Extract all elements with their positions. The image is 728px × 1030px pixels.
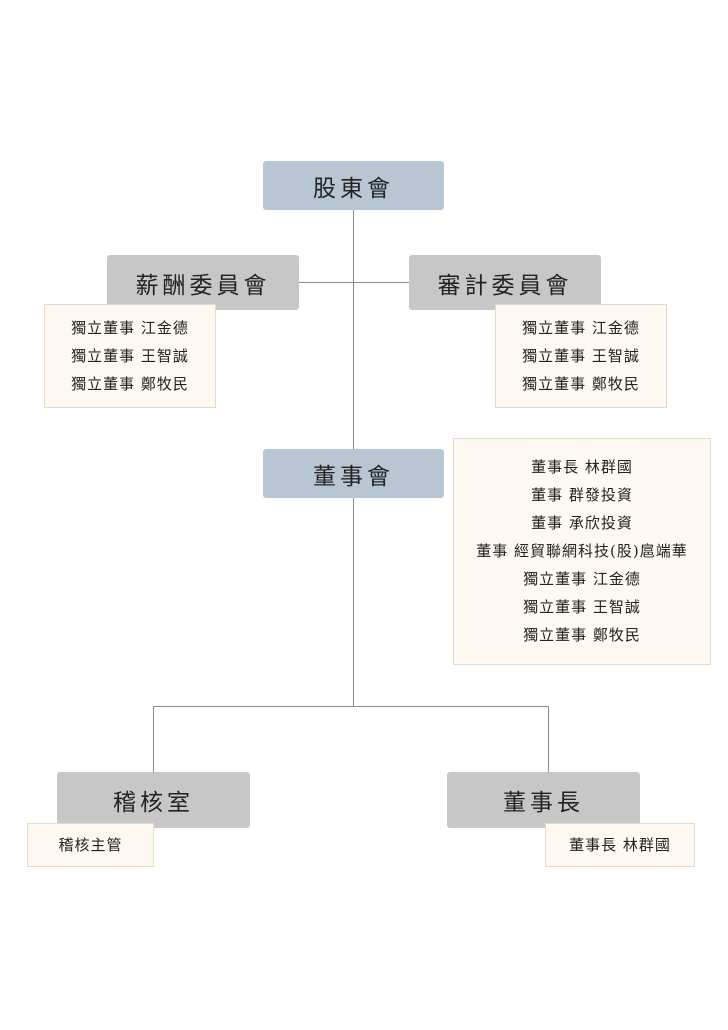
chairman-members: 董事長 林群國 [545,823,695,867]
member-line: 獨立董事 鄭牧民 [71,375,189,393]
compensation-committee-members: 獨立董事 江金德 獨立董事 王智誠 獨立董事 鄭牧民 [44,304,216,408]
member-line: 董事長 林群國 [569,836,671,854]
internal-audit-office-label: 稽核室 [113,790,194,816]
internal-audit-members: 稽核主管 [27,823,154,867]
member-line: 獨立董事 鄭牧民 [523,626,641,644]
member-line: 獨立董事 江金德 [71,319,189,337]
member-line: 獨立董事 鄭牧民 [522,375,640,393]
compensation-committee-node: 薪酬委員會 [107,255,299,310]
member-line: 稽核主管 [58,836,123,854]
member-line: 獨立董事 王智誠 [71,347,189,365]
shareholders-meeting-label: 股東會 [313,175,394,202]
member-line: 獨立董事 江金德 [522,319,640,337]
member-line: 獨立董事 王智誠 [523,598,641,616]
chairman-node: 董事長 [447,772,640,828]
board-of-directors-node: 董事會 [263,449,444,498]
member-line: 獨立董事 王智誠 [522,347,640,365]
chairman-label: 董事長 [503,790,584,816]
member-line: 董事長 林群國 [531,458,633,476]
member-line: 獨立董事 江金德 [523,570,641,588]
member-line: 董事 經貿聯網科技(股)扈端華 [476,542,688,560]
compensation-committee-label: 薪酬委員會 [135,272,271,299]
internal-audit-office-node: 稽核室 [57,772,250,828]
audit-committee-label: 審計委員會 [437,272,573,299]
member-line: 董事 群發投資 [531,486,633,504]
board-members: 董事長 林群國 董事 群發投資 董事 承欣投資 董事 經貿聯網科技(股)扈端華 … [453,438,711,665]
audit-committee-node: 審計委員會 [409,255,601,310]
shareholders-meeting-node: 股東會 [263,161,444,210]
member-line: 董事 承欣投資 [531,514,633,532]
board-of-directors-label: 董事會 [313,463,394,490]
audit-committee-members: 獨立董事 江金德 獨立董事 王智誠 獨立董事 鄭牧民 [495,304,667,408]
